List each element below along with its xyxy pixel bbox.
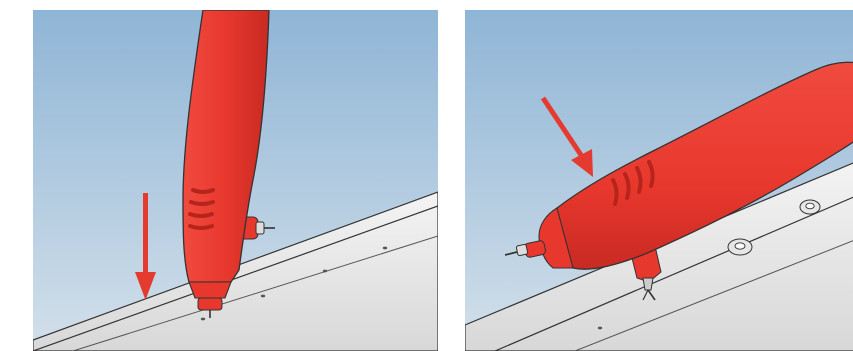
rotary-tool-icon <box>504 61 853 301</box>
tool-nose <box>538 207 574 269</box>
tool-bit <box>504 251 518 256</box>
panel-seam-line <box>72 235 438 351</box>
panel-seam-line <box>33 205 438 351</box>
countersunk-hole <box>727 238 753 256</box>
arrow-down-icon <box>135 193 156 300</box>
rotary-tool-icon <box>182 10 275 318</box>
countersunk-hole <box>799 199 821 215</box>
tool-body <box>553 61 853 270</box>
tool-nose <box>188 281 232 299</box>
panel-2-graphic <box>465 10 853 351</box>
rivet-holes <box>200 246 388 321</box>
rivet-hole <box>382 246 388 250</box>
metal-surface <box>465 162 853 351</box>
rivet-hole <box>597 326 603 330</box>
grip-ridges <box>188 188 215 230</box>
rivet-hole <box>200 317 206 321</box>
tool-collet <box>197 297 223 311</box>
tool-chuck-nut <box>515 243 529 257</box>
panel-1-graphic <box>33 10 438 351</box>
rivet-hole <box>322 269 328 273</box>
illustration-panel-step-1 <box>33 10 438 351</box>
illustration-panel-step-2 <box>465 10 853 351</box>
panel-seam-line <box>574 240 853 351</box>
grip-ridges <box>611 160 655 206</box>
panel-seam-line <box>494 196 853 351</box>
countersunk-holes <box>597 199 821 330</box>
rivet-hole <box>260 294 266 298</box>
arrow-down-right-icon <box>540 96 593 177</box>
